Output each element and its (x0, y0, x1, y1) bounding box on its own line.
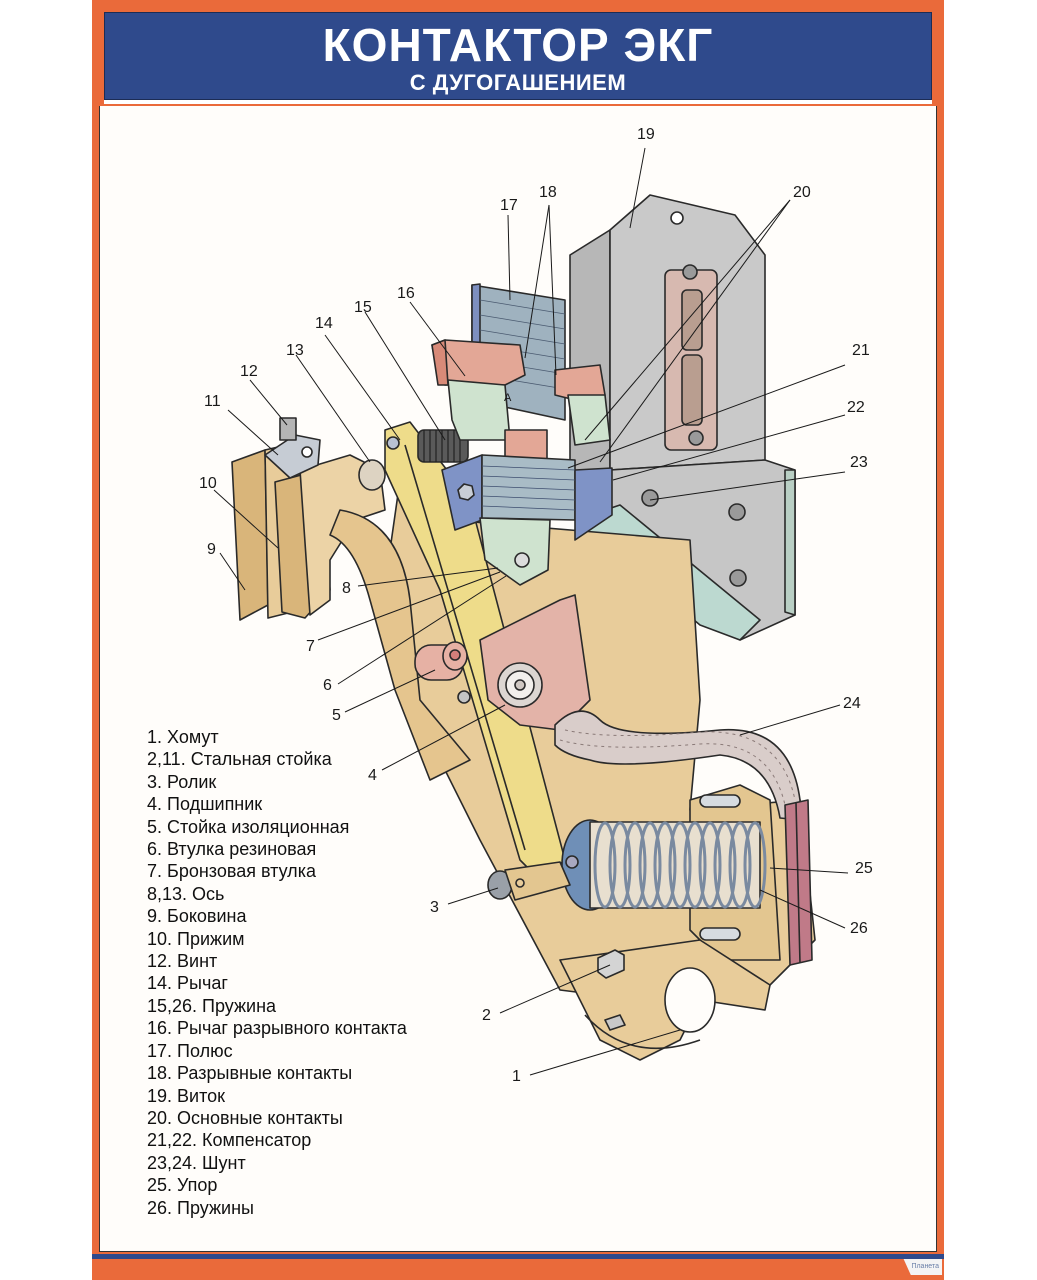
legend-item: 10. Прижим (147, 928, 245, 949)
insulating-post (414, 641, 468, 681)
legend-item: 14. Рычаг (147, 973, 228, 994)
roller (487, 861, 571, 901)
callout-2: 2 (482, 1007, 491, 1024)
parts-legend: 1. Хомут 2,11. Стальная стойка 3. Ролик … (147, 726, 407, 1219)
callout-numbers: 1 2 3 4 5 6 7 8 9 10 11 12 13 14 15 16 1… (199, 126, 873, 1085)
clamp (559, 939, 771, 1061)
legend-item: 20. Основные контакты (147, 1107, 343, 1128)
legend-item: 18. Разрывные контакты (147, 1063, 353, 1084)
legend-item: 1. Хомут (147, 727, 219, 747)
callout-25: 25 (855, 860, 873, 877)
legend-item: 26. Пружины (147, 1197, 254, 1218)
callout-7: 7 (306, 638, 315, 655)
legend-item: 9. Боковина (147, 906, 247, 927)
return-spring (417, 429, 469, 463)
callout-23: 23 (850, 454, 868, 471)
callout-1: 1 (512, 1068, 521, 1085)
main-spring (561, 819, 767, 911)
axle-pin (358, 459, 386, 491)
legend-item: 25. Упор (147, 1175, 218, 1196)
callout-15: 15 (354, 299, 372, 316)
leader-lines (213, 147, 849, 1076)
callout-11: 11 (204, 393, 221, 410)
page-subtitle: С ДУГОГАШЕНИЕМ (409, 70, 627, 95)
bearing-plate (479, 594, 591, 731)
legend-item: 16. Рычаг разрывного контакта (147, 1018, 407, 1039)
callout-17: 17 (500, 197, 518, 214)
curved-arm (329, 509, 471, 781)
legend-item: 2,11. Стальная стойка (147, 749, 332, 770)
callout-26: 26 (850, 920, 868, 937)
callout-20: 20 (793, 184, 811, 201)
legend-item: 4. Подшипник (147, 794, 263, 815)
legend-item: 6. Втулка резиновая (147, 839, 317, 860)
callout-18: 18 (539, 184, 557, 201)
main-contact (504, 429, 548, 461)
callout-16: 16 (397, 285, 415, 302)
steel-stand-block (264, 417, 321, 479)
publisher-logo: Планета (903, 1259, 942, 1275)
callout-19: 19 (637, 126, 655, 143)
legend-item: 12. Винт (147, 951, 218, 972)
legend-item: 19. Виток (147, 1085, 226, 1106)
legend-item: 5. Стойка изоляционная (147, 816, 350, 837)
legend-item: 8,13. Ось (147, 883, 225, 904)
footer-divider (92, 1254, 944, 1259)
callout-14: 14 (315, 315, 333, 332)
callout-5: 5 (332, 707, 341, 724)
gap-marker: А (504, 392, 512, 404)
callout-9: 9 (207, 541, 216, 558)
callout-12: 12 (240, 363, 258, 380)
legend-item: 3. Ролик (147, 771, 217, 792)
callout-24: 24 (843, 695, 861, 712)
callout-22: 22 (847, 399, 865, 416)
legend-item: 7. Бронзовая втулка (147, 861, 316, 882)
callout-6: 6 (323, 677, 332, 694)
callout-8: 8 (342, 580, 351, 597)
callout-13: 13 (286, 342, 304, 359)
legend-item: 23,24. Шунт (147, 1152, 246, 1173)
contact-holder (447, 379, 511, 441)
legend-item: 17. Полюс (147, 1040, 233, 1061)
callout-3: 3 (430, 899, 439, 916)
page-title: КОНТАКТОР ЭКГ (322, 19, 714, 71)
callout-10: 10 (199, 475, 217, 492)
callout-4: 4 (368, 767, 377, 784)
stop-plates (784, 799, 813, 966)
callout-21: 21 (852, 342, 870, 359)
header-banner: КОНТАКТОР ЭКГ С ДУГОГАШЕНИЕМ (104, 12, 932, 100)
header-divider (104, 100, 932, 104)
insulator-stack (441, 454, 613, 541)
legend-item: 15,26. Пружина (147, 995, 277, 1016)
legend-item: 21,22. Компенсатор (147, 1130, 312, 1151)
